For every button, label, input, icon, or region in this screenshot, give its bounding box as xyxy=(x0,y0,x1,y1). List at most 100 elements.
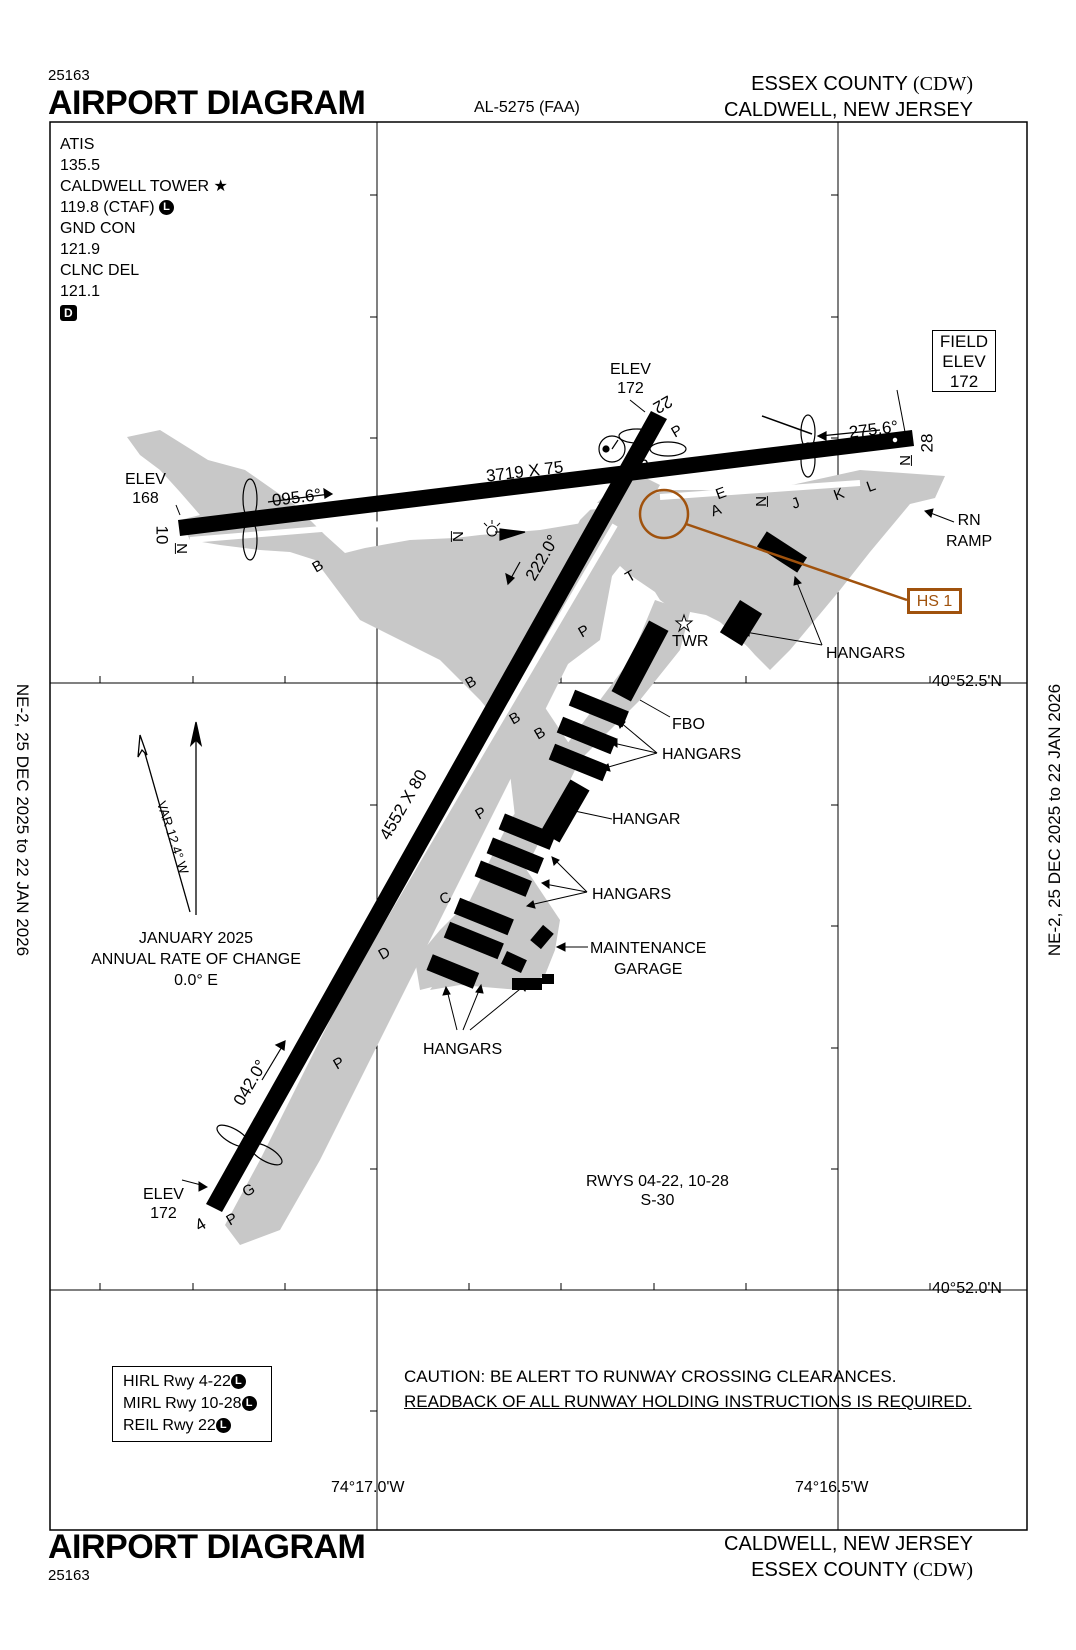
maint-garage-2 xyxy=(501,951,527,973)
rwy10-elev-label: ELEV 168 xyxy=(125,472,166,507)
runway-info-line1: RWYS 04-22, 10-28 xyxy=(586,1173,729,1190)
tower-star-symbol xyxy=(674,613,694,633)
elev-label: ELEV xyxy=(125,471,166,488)
mag-rate-label: ANNUAL RATE OF CHANGE xyxy=(91,951,301,968)
fbo-label: FBO xyxy=(672,716,705,733)
leader-lines xyxy=(175,389,955,1192)
mirl-text: MIRL Rwy 10-28 xyxy=(123,1395,242,1412)
field-elev-line1: FIELD xyxy=(939,332,989,351)
gnd-freq: 121.9 xyxy=(60,241,101,258)
lighting-badge-icon: L xyxy=(215,1418,231,1434)
north-marker-28: N xyxy=(896,455,914,466)
d-atis-badge-icon: D xyxy=(60,305,77,321)
lat-north-label: 40°52.5'N xyxy=(932,673,1002,690)
rwy28-number: 28 xyxy=(917,433,937,453)
lighting-badge-icon: L xyxy=(159,200,174,216)
magnetic-variation-arrows xyxy=(137,721,203,915)
left-effective-dates: NE-2, 25 DEC 2025 to 22 JAN 2026 xyxy=(13,683,32,957)
prop-symbol-22a xyxy=(618,428,656,444)
tower-label: CALDWELL TOWER xyxy=(60,178,210,195)
rwy22-elev-label: ELEV 172 xyxy=(610,362,651,397)
airport-name: ESSEX COUNTY xyxy=(751,1559,908,1581)
atis-freq: 135.5 xyxy=(60,157,101,174)
tower-label-row: CALDWELL TOWER ★ xyxy=(60,176,228,197)
fbo-building xyxy=(611,620,669,702)
runway-04-22 xyxy=(206,411,667,1212)
hangar-label-b: HANGAR xyxy=(612,811,681,828)
caution-line1: CAUTION: BE ALERT TO RUNWAY CROSSING CLE… xyxy=(404,1367,897,1386)
airport-name-footer: ESSEX COUNTY (CDW) xyxy=(751,1560,973,1580)
hangars-label-c: HANGARS xyxy=(592,886,672,903)
airport-id: (CDW) xyxy=(913,73,973,95)
chart-frame xyxy=(49,121,1028,1531)
annual-rate-block: JANUARY 2025 ANNUAL RATE OF CHANGE 0.0° … xyxy=(90,928,302,991)
maint-garage-4 xyxy=(542,974,554,984)
field-elev-line2: ELEV xyxy=(942,352,986,371)
field-elevation-box: FIELD ELEV 172 xyxy=(932,330,996,392)
hangar-c1 xyxy=(498,813,556,850)
tower-freq: 119.8 (CTAF) xyxy=(60,199,155,216)
buildings xyxy=(426,531,808,990)
hangar-d2 xyxy=(443,921,504,960)
lat-lon-grid xyxy=(50,122,1027,1530)
prop-symbol-4a xyxy=(216,1124,250,1148)
rn-ramp-line2: RAMP xyxy=(946,533,993,550)
hangar-b xyxy=(540,779,590,843)
hangar-a2 xyxy=(556,716,617,755)
prop-symbol-22b xyxy=(649,441,687,457)
approach-symbols xyxy=(216,414,816,1166)
runway-info-line2: S-30 xyxy=(640,1192,675,1209)
hold-lines xyxy=(761,415,813,435)
tower-freq-row: 119.8 (CTAF) L xyxy=(60,197,228,218)
elev-value: 172 xyxy=(617,380,644,397)
hangar-c2 xyxy=(486,837,544,874)
hangar-rn-2 xyxy=(719,599,763,647)
maint-garage-1 xyxy=(530,924,554,950)
rwy4-elev-label: ELEV 172 xyxy=(143,1187,184,1222)
city-header: CALDWELL, NEW JERSEY xyxy=(724,99,973,121)
heading-arrows xyxy=(261,429,881,1081)
hangar-c3 xyxy=(474,860,532,897)
chart-number-top: 25163 xyxy=(48,67,90,84)
rwy10-number: 10 xyxy=(152,525,172,545)
maintenance-line1: MAINTENANCE xyxy=(590,940,707,957)
elev-label: ELEV xyxy=(610,361,651,378)
lahso-symbol xyxy=(598,435,626,463)
prop-symbol-10b xyxy=(242,519,258,561)
north-marker-10: N xyxy=(172,543,190,554)
lighting-badge-icon: L xyxy=(241,1396,257,1412)
page-title: AIRPORT DIAGRAM xyxy=(48,84,366,122)
pavement xyxy=(127,430,945,1245)
gnd-label: GND CON xyxy=(60,220,136,237)
chart-number-bottom: 25163 xyxy=(48,1567,90,1584)
airport-name-header: ESSEX COUNTY (CDW) xyxy=(751,74,973,94)
rn-ramp-line1: RN xyxy=(957,512,981,529)
runway-end-markers xyxy=(891,436,899,444)
airport-id: (CDW) xyxy=(913,1559,973,1581)
city-footer: CALDWELL, NEW JERSEY xyxy=(724,1533,973,1555)
field-elev-value: 172 xyxy=(949,372,979,391)
north-marker-e: N xyxy=(752,496,770,507)
airport-name: ESSEX COUNTY xyxy=(751,73,908,95)
hot-spot-hs1 xyxy=(638,488,908,602)
hirl-text: HIRL Rwy 4-22 xyxy=(123,1373,231,1390)
lat-south-label: 40°52.0'N xyxy=(932,1280,1002,1297)
caution-line2: READBACK OF ALL RUNWAY HOLDING INSTRUCTI… xyxy=(404,1392,972,1411)
prop-symbol-28a xyxy=(800,414,816,450)
hot-spot-label: HS 1 xyxy=(907,588,962,614)
clnc-label: CLNC DEL xyxy=(60,262,140,279)
frequency-list: ATIS 135.5 CALDWELL TOWER ★ 119.8 (CTAF)… xyxy=(60,134,228,323)
beacon-symbol xyxy=(483,520,501,537)
tower-label: TWR xyxy=(672,633,709,650)
lon-east-label: 74°16.5'W xyxy=(795,1479,869,1496)
rn-ramp-label: RN RAMP xyxy=(946,510,992,552)
hangars-label-a: HANGARS xyxy=(662,746,742,763)
clnc-freq: 121.1 xyxy=(60,283,101,300)
lighting-badge-icon: L xyxy=(230,1374,246,1390)
elev-value: 172 xyxy=(150,1205,177,1222)
lon-west-label: 74°17.0'W xyxy=(331,1479,405,1496)
prop-symbol-28b xyxy=(800,442,816,478)
